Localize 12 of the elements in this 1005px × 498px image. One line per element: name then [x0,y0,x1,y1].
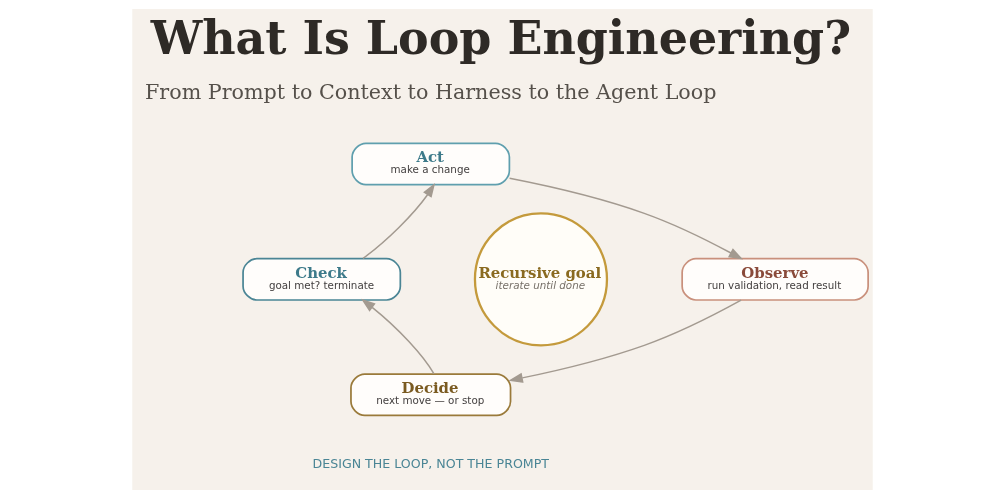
node-box: Observe run validation, read result [681,257,869,301]
node-circle: Recursive goal iterate until done [473,211,609,346]
label: From Prompt to Context to Harness to the Agent Loop [145,79,717,104]
arrow [361,298,435,374]
diagram-title: What Is Loop Engineering? [150,10,852,65]
node-box: Decide next move — or stop [350,372,512,416]
node-box: Act make a change [351,141,511,185]
arrow [508,177,744,260]
arrow [362,182,436,259]
caption: DESIGN THE LOOP, NOT THE PROMPT [312,455,550,471]
node-box: Check goal met? terminate [242,257,402,301]
arrow [508,298,742,383]
